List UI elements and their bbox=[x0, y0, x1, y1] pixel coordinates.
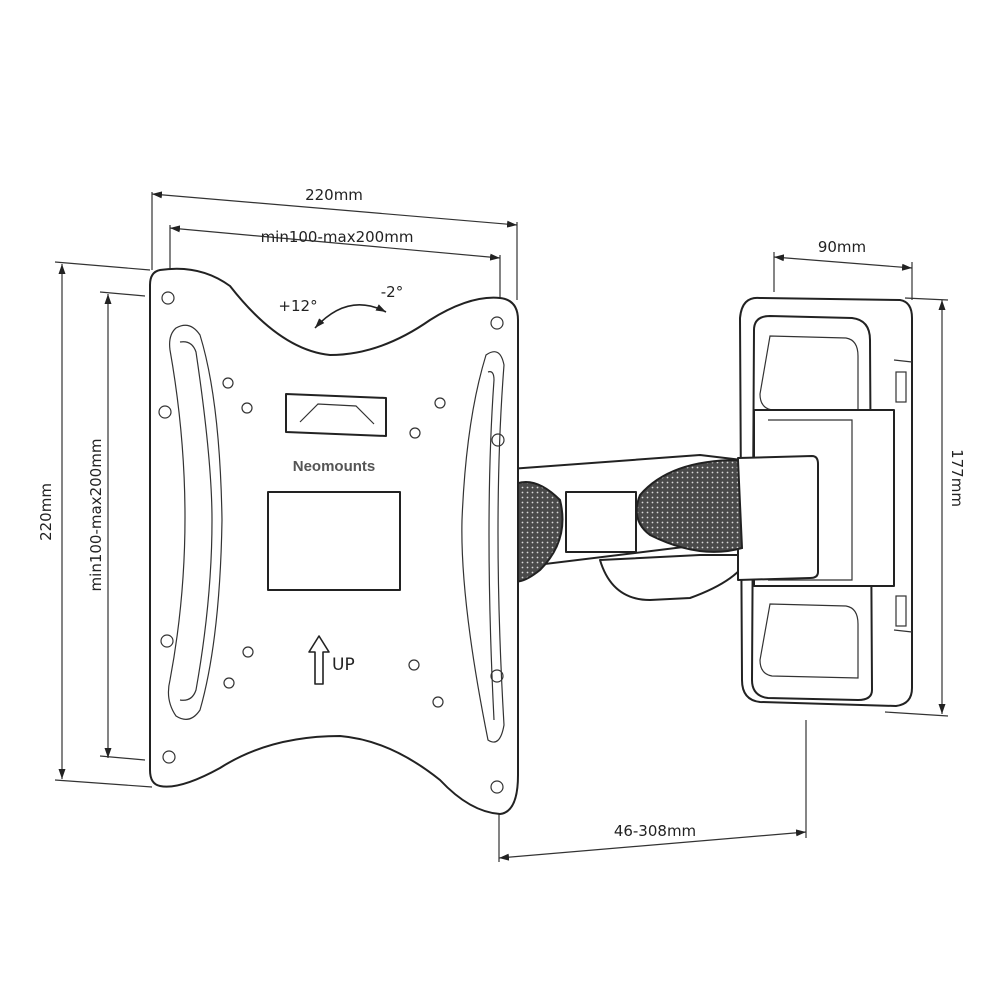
up-arrow-icon bbox=[308, 635, 330, 685]
arm-extension-label: 46-308mm bbox=[614, 822, 696, 840]
curved-arrow-icon bbox=[314, 304, 387, 329]
wall-plate-height-label: 177mm bbox=[948, 449, 966, 507]
brand-logo-text: Neomounts bbox=[293, 458, 376, 475]
swing-arm bbox=[495, 454, 819, 601]
vesa-vertical-label: min100-max200mm bbox=[87, 439, 105, 592]
tilt-up-label: +12° bbox=[278, 297, 317, 315]
tilt-down-label: -2° bbox=[381, 283, 403, 301]
up-label: UP bbox=[332, 655, 355, 675]
dimension-lines bbox=[54, 191, 949, 862]
vesa-horizontal-label: min100-max200mm bbox=[261, 228, 414, 246]
tv-plate bbox=[149, 267, 519, 815]
plate-height-label: 220mm bbox=[37, 483, 55, 541]
wall-plate-width-label: 90mm bbox=[818, 238, 866, 256]
plate-width-label: 220mm bbox=[305, 186, 363, 204]
